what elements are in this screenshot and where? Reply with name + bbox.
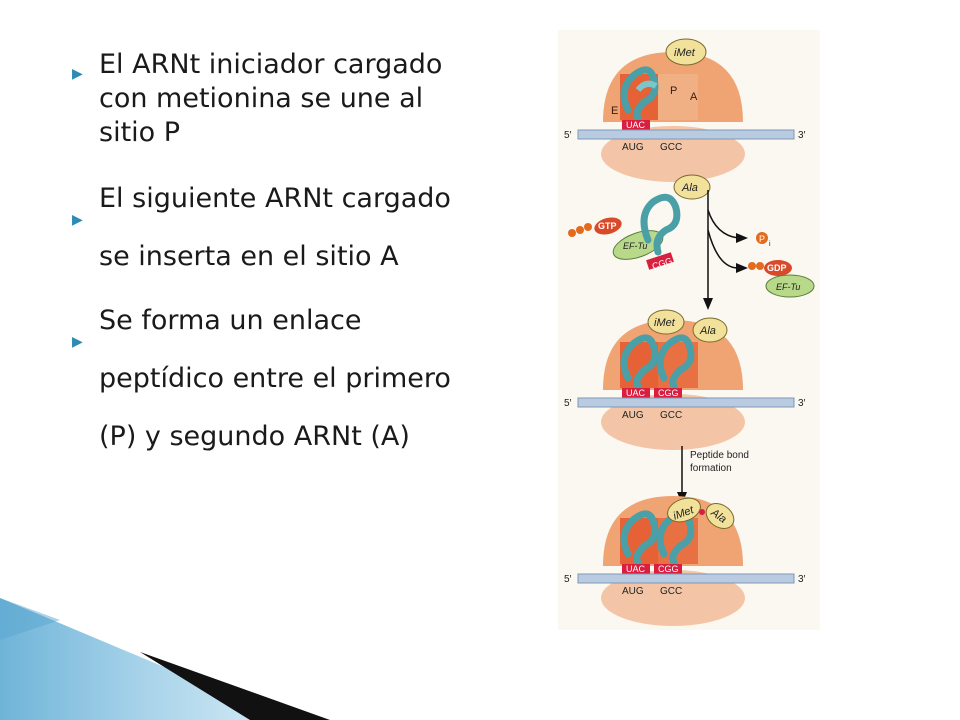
bullet-text: El ARNt iniciador cargado con metionina … [99, 49, 443, 148]
phosphate-icon [756, 262, 764, 270]
stage-incoming-trna: GTP EF-Tu Ala CGG P i GDP EF-Tu [568, 174, 815, 310]
phosphate-icon [584, 223, 592, 231]
arrow-head-icon [703, 298, 713, 310]
anticodon-uac [622, 388, 650, 398]
trna-initiator [620, 510, 659, 566]
mrna-strand [577, 129, 795, 140]
three-prime-label: 3′ [798, 398, 806, 409]
peptide-bond-step: Peptide bond formation [677, 446, 749, 504]
bullet-arrow-icon: ▶ [72, 66, 83, 82]
amino-acid-ala [692, 317, 728, 343]
bullet-arrow-icon: ▶ [72, 334, 83, 350]
e-site-label: E [611, 105, 618, 117]
anticodon-cgg [646, 252, 674, 270]
anticodon-uac [622, 120, 650, 130]
codon-label: GCC [660, 586, 682, 597]
ala-label: Ala [681, 182, 698, 194]
five-prime-label: 5′ [564, 574, 572, 585]
phosphate-icon [576, 226, 584, 234]
anticodon-label: UAC [626, 564, 646, 574]
arrow-head-icon [736, 263, 748, 273]
stage-initiation: P A E iMet UAC 5′ 3′ AUG GCC [564, 38, 806, 182]
five-prime-label: 5′ [564, 398, 572, 409]
trna-initiator [620, 334, 659, 390]
amino-acid-ala [705, 503, 735, 529]
three-prime-label: 3′ [798, 574, 806, 585]
gdp-label: GDP [767, 263, 787, 273]
phosphate-icon [568, 229, 576, 237]
anticodon-uac [622, 564, 650, 574]
pi-label: P [759, 234, 765, 244]
branch-arrow [707, 209, 739, 239]
bullet-arrow-icon: ▶ [72, 212, 83, 228]
bullet-list: ▶ El ARNt iniciador cargado con metionin… [72, 48, 472, 466]
anticodon-label: CGG [658, 564, 679, 574]
phosphate-icon [756, 232, 768, 244]
trna-incoming [640, 193, 681, 256]
trna-initiator [635, 80, 658, 92]
anticodon-cgg [654, 564, 682, 574]
bullet-text: El siguiente ARNt cargado se inserta en … [99, 183, 451, 272]
translation-figure: P A E iMet UAC 5′ 3′ AUG GCC GTP EF-Tu [558, 30, 820, 630]
amino-acid-imet [665, 38, 707, 66]
pi-subscript: i [769, 241, 771, 248]
anticodon-label: UAC [626, 388, 646, 398]
arrow-head-icon [736, 233, 748, 243]
imet-label: iMet [654, 317, 676, 329]
amino-acid-ala [673, 174, 711, 200]
ribosome-small-subunit [601, 394, 745, 450]
anticodon-cgg [654, 388, 682, 398]
bullet-text: Se forma un enlace peptídico entre el pr… [99, 305, 451, 452]
trna-incoming [656, 334, 695, 390]
gtp-badge [594, 217, 622, 235]
gtp-label: GTP [598, 221, 617, 231]
amino-acid-imet [667, 497, 701, 523]
five-prime-label: 5′ [564, 130, 572, 141]
amino-acid-imet [647, 309, 685, 335]
peptide-bond-label: formation [690, 463, 732, 474]
a-site-label: A [690, 91, 698, 103]
codon-label: AUG [622, 410, 644, 421]
gdp-badge [764, 260, 792, 276]
ribosome-small-subunit [601, 570, 745, 626]
a-site [658, 74, 698, 120]
trna-incoming [656, 510, 695, 566]
codon-label: AUG [622, 142, 644, 153]
imet-label: iMet [674, 47, 696, 59]
ef-tu-factor [765, 274, 815, 298]
bullet-item: ▶ El siguiente ARNt cargado se inserta e… [72, 170, 472, 286]
ef-tu-label: EF-Tu [776, 282, 800, 292]
mrna-strand [577, 573, 795, 584]
codon-label: AUG [622, 586, 644, 597]
ala-label: Ala [699, 325, 716, 337]
trna-initiator [620, 66, 659, 122]
codon-label: GCC [660, 410, 682, 421]
ribosome-small-subunit [601, 126, 745, 182]
stage-peptide-bond: iMet Ala UAC CGG 5′ 3′ AUG GCC [564, 496, 806, 626]
bullet-item: ▶ El ARNt iniciador cargado con metionin… [72, 48, 472, 150]
p-site-label: P [670, 85, 677, 97]
bullet-item: ▶ Se forma un enlace peptídico entre el … [72, 292, 472, 466]
anticodon-label: UAC [626, 120, 646, 130]
stage-a-site-occupied: iMet Ala UAC CGG 5′ 3′ AUG GCC [564, 309, 806, 450]
phosphate-icon [748, 262, 756, 270]
ef-tu-label: EF-Tu [623, 241, 647, 251]
codon-label: GCC [660, 142, 682, 153]
three-prime-label: 3′ [798, 130, 806, 141]
anticodon-label: CGG [658, 388, 679, 398]
peptide-bond-marker [699, 509, 705, 515]
peptide-bond-label: Peptide bond [690, 450, 749, 461]
branch-arrow [707, 229, 739, 269]
mrna-strand [577, 397, 795, 408]
